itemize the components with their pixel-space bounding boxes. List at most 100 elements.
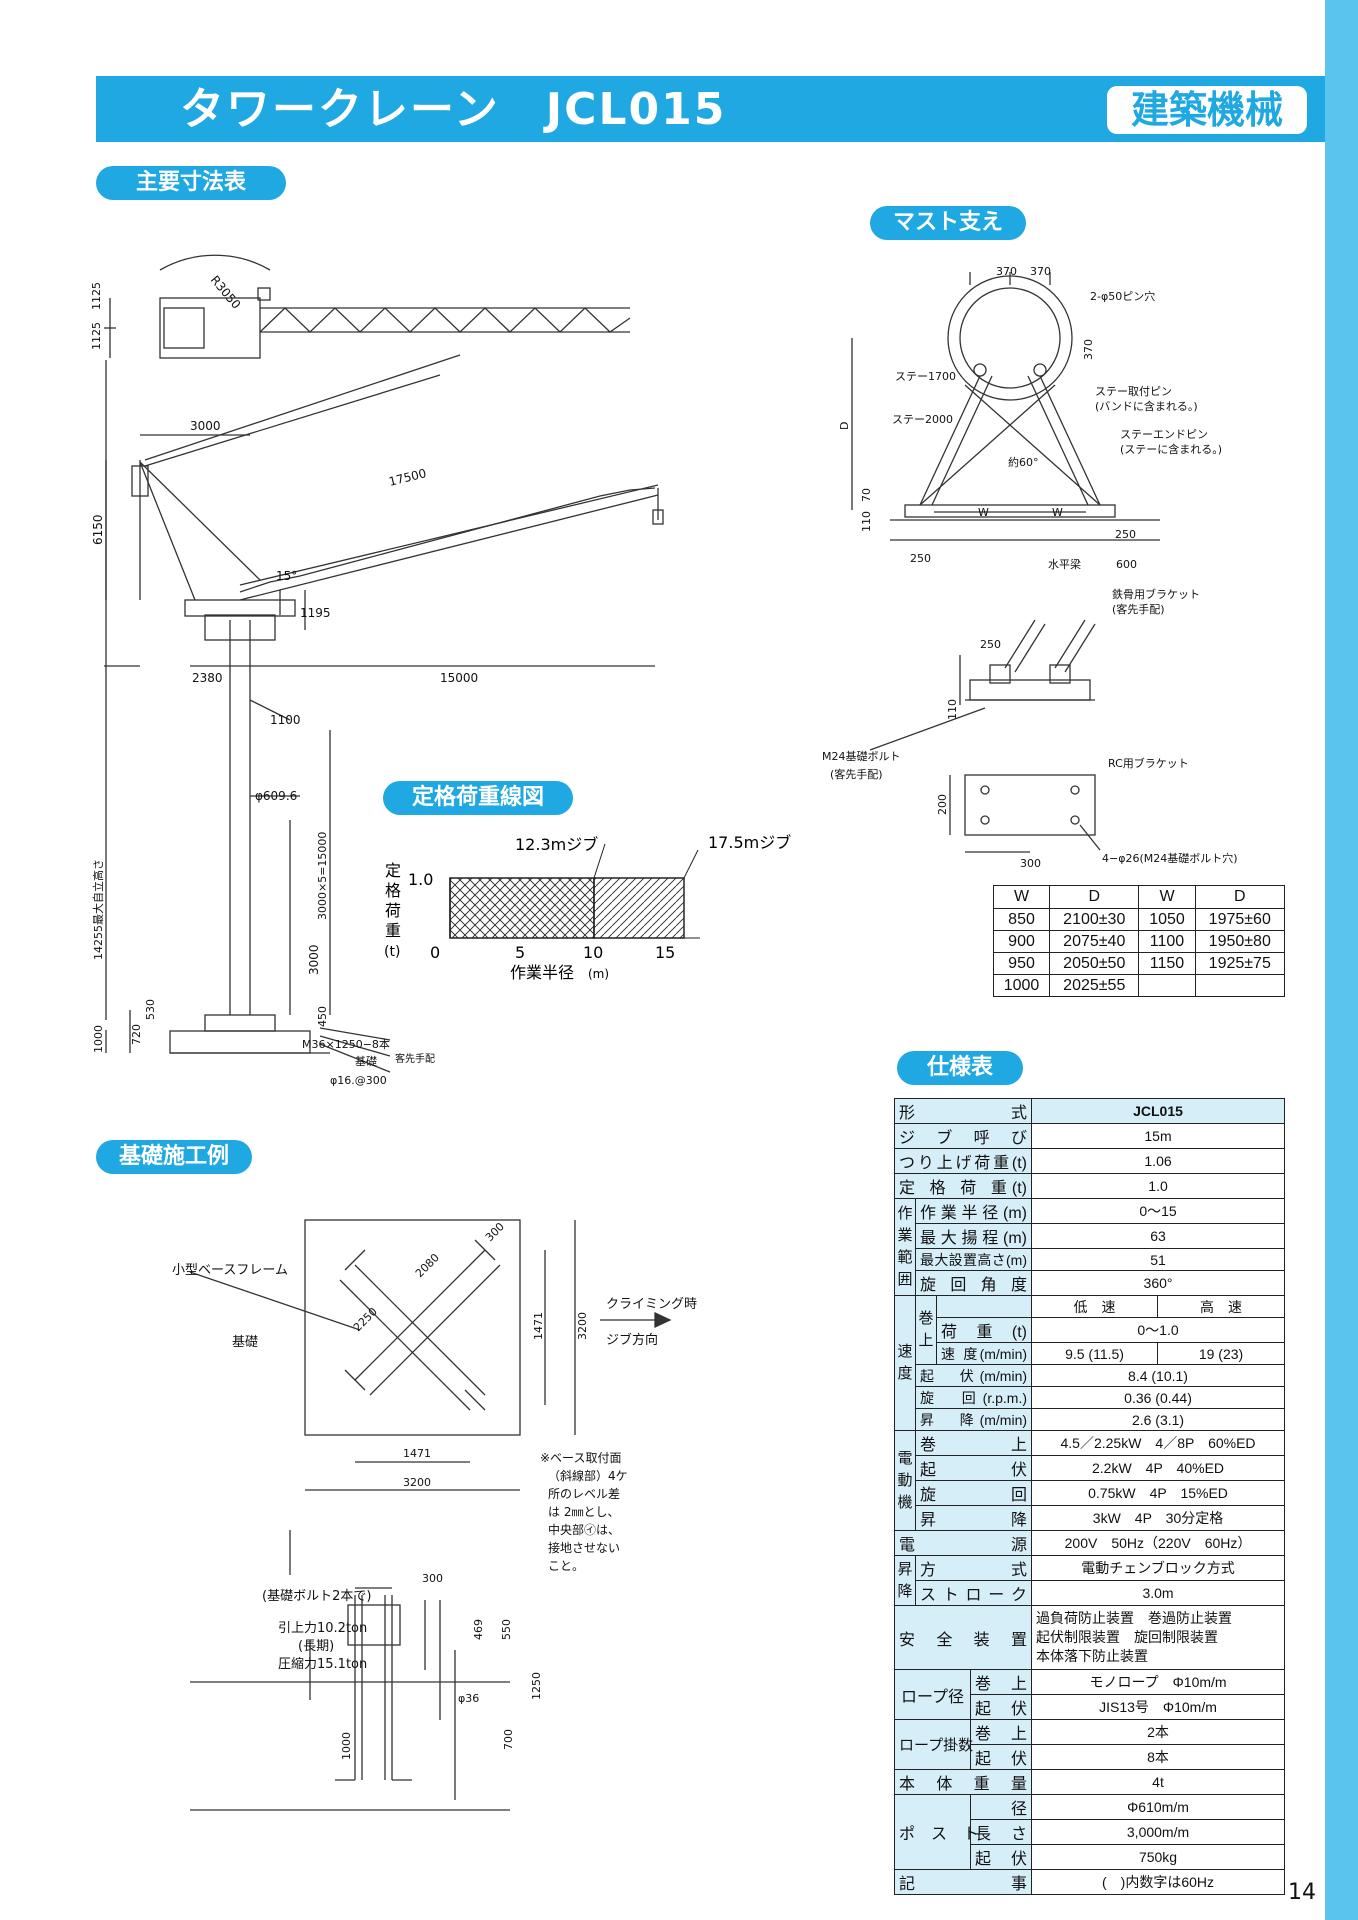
f-dim-3200h: 3200 [403, 1476, 431, 1489]
b-dim-1250: 1250 [530, 1672, 543, 1700]
page-title: タワークレーン JCL015 [180, 84, 727, 135]
section-load-label: 定格荷重線図 [383, 781, 573, 815]
height-1125a: 1125 [90, 322, 103, 350]
svg-text:所のレベル差: 所のレベル差 [548, 1487, 620, 1501]
dim-1195: 1195 [300, 606, 331, 620]
svg-text:定: 定 [385, 861, 401, 880]
steel-bracket-note: (客先手配) [1112, 602, 1165, 616]
mast-length: 3000×5=15000 [316, 832, 329, 920]
b-dim-469: 469 [472, 1619, 485, 1640]
svg-text:こと。: こと。 [548, 1559, 584, 1573]
category-badge: 建築機械 [1107, 86, 1307, 134]
stay-1700: ステー1700 [895, 370, 956, 383]
x-axis-unit: (m) [588, 967, 609, 981]
x-tick-10: 10 [583, 943, 603, 962]
x-tick-0: 0 [430, 943, 440, 962]
jib-17-label: 17.5mジブ [708, 833, 791, 852]
rebar-label: φ16.@300 [330, 1074, 387, 1087]
f-dim-2080: 2080 [413, 1251, 442, 1280]
steel-bracket: 鉄骨用ブラケット [1112, 587, 1200, 601]
rated-load-chart: 12.3mジブ 17.5mジブ 1.0 定格荷重 (t) 0 5 10 15 作… [384, 833, 791, 982]
height-1125b: 1125 [90, 282, 103, 310]
section-mast-label: マスト支え [870, 206, 1026, 240]
base-frame-label: 小型ベースフレーム [172, 1263, 288, 1278]
f-dim-300: 300 [483, 1220, 507, 1244]
x-tick-15: 15 [655, 943, 675, 962]
x-axis-label: 作業半径 [510, 963, 574, 982]
rc-bracket: RC用ブラケット [1108, 756, 1189, 770]
angle-60: 約60° [1008, 455, 1039, 469]
x-tick-5: 5 [515, 943, 525, 962]
jib-17-area [593, 877, 685, 939]
svg-text:は 2㎜とし、: は 2㎜とし、 [548, 1505, 619, 1519]
section-foundation-label: 基礎施工例 [96, 1140, 252, 1174]
dim-70: 70 [860, 488, 873, 502]
long-term: (長期) [298, 1639, 334, 1654]
dim-250c: 250 [980, 638, 1001, 651]
radius-label: R3050 [208, 273, 244, 312]
mast-dim-370b: 370 [1030, 265, 1051, 278]
page-number: 14 [1288, 1880, 1316, 1905]
end-pin: ステーエンドピン [1120, 428, 1208, 441]
dim-W1: W [978, 506, 989, 519]
f-dim-3200v: 3200 [576, 1312, 589, 1340]
svg-text:重: 重 [385, 921, 401, 940]
height-6150: 6150 [91, 514, 105, 545]
pull-force: 引上力10.2ton [278, 1621, 367, 1636]
dim-600: 600 [1116, 558, 1137, 571]
y-tick-1: 1.0 [408, 870, 433, 889]
dim-D: D [838, 422, 851, 430]
m24-bolt-note: (客先手配) [830, 767, 883, 781]
b-dim-36: φ36 [458, 1692, 479, 1705]
dim-1000: 1000 [92, 1025, 105, 1053]
dim-250a: 250 [910, 552, 931, 565]
dim-3000b: 3000 [307, 944, 321, 975]
stay-2000: ステー2000 [892, 413, 953, 426]
width-3000: 3000 [190, 419, 221, 433]
table-row: W D W D [992, 885, 1286, 909]
crane-dimension-drawing: R3050 1125 1125 3000 17500 6150 15° 1195… [90, 254, 664, 1087]
jib-length-17500: 17500 [387, 466, 427, 489]
b-dim-300: 300 [422, 1572, 443, 1585]
dim-2380: 2380 [192, 671, 223, 685]
section-spec-label: 仕様表 [897, 1051, 1023, 1085]
max-height: 14255最大自立高さ [91, 859, 105, 960]
stay-pin: ステー取付ピン [1095, 385, 1172, 398]
svg-text:荷: 荷 [385, 901, 401, 920]
horizontal-beam: 水平梁 [1048, 557, 1081, 571]
b-dim-700: 700 [502, 1729, 515, 1750]
side-color-bar [1325, 0, 1358, 1920]
foundation-drawing: 小型ベースフレーム 基礎 300 2080 2250 1471 3200 147… [172, 1219, 697, 1811]
svg-text:格: 格 [385, 881, 401, 900]
f-dim-1471h: 1471 [403, 1447, 431, 1460]
dim-200: 200 [936, 794, 949, 815]
m24-bolt: M24基礎ボルト [822, 750, 901, 763]
svg-text:中央部㋑は、: 中央部㋑は、 [548, 1522, 620, 1537]
dim-530: 530 [144, 999, 157, 1020]
foundation-label: 基礎 [355, 1055, 377, 1068]
jib-direction-label: ジブ方向 [606, 1332, 658, 1348]
svg-text:（斜線部）4ケ: （斜線部）4ケ [548, 1468, 628, 1483]
climb-label: クライミング時 [606, 1297, 697, 1312]
dim-300: 300 [1020, 857, 1041, 870]
bolt-holes: 4−φ26(M24基礎ボルト穴) [1102, 851, 1238, 865]
dim-110: 110 [860, 511, 873, 532]
dim-450: 450 [316, 1006, 329, 1027]
jib-12-label: 12.3mジブ [515, 835, 598, 854]
b-dim-1000: 1000 [340, 1732, 353, 1760]
f-dim-1471v: 1471 [532, 1312, 545, 1340]
mast-dim-370a: 370 [996, 265, 1017, 278]
stay-pin-note: (バンドに含まれる。) [1095, 399, 1198, 413]
client-supply: 客先手配 [395, 1052, 435, 1065]
dim-1100: 1100 [270, 713, 301, 727]
mast-dim-370c: 370 [1082, 339, 1095, 360]
foundation-kiso-label: 基礎 [232, 1335, 258, 1350]
jib-12-area [449, 877, 595, 939]
dim-15000: 15000 [440, 671, 478, 685]
svg-text:※ベース取付面: ※ベース取付面 [540, 1451, 621, 1465]
